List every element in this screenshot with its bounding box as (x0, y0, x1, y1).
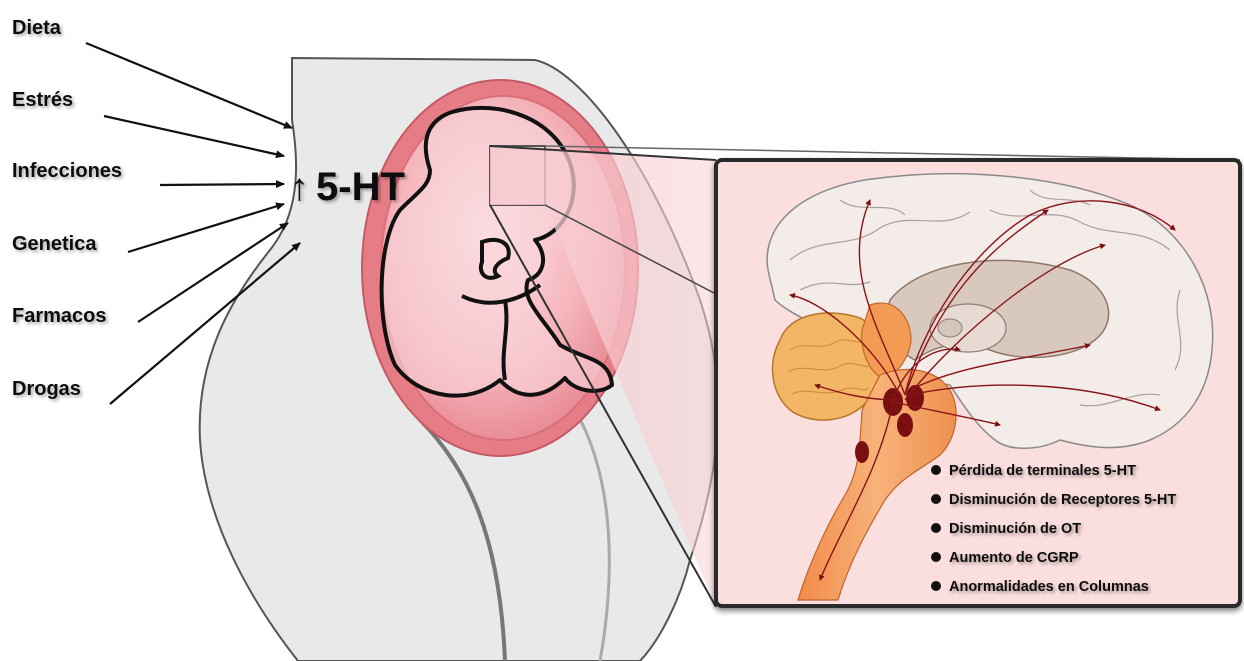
bullet-dot-icon (931, 523, 941, 533)
factor-arrow (86, 43, 292, 128)
factor-arrow (160, 184, 284, 185)
finding-item: Anormalidades en Columnas (949, 579, 1149, 595)
factor-arrow (128, 204, 284, 252)
serotonin-increase: ↑ 5-HT (290, 165, 405, 209)
bullet-dot-icon (931, 581, 941, 591)
factor-label: Estrés (12, 89, 73, 111)
factor-label: Genetica (12, 233, 97, 255)
finding-item: Aumento de CGRP (949, 550, 1079, 566)
bullet-dot-icon (931, 552, 941, 562)
factor-label: Drogas (12, 378, 81, 400)
factor-label: Farmacos (12, 305, 107, 327)
factor-label: Infecciones (12, 160, 122, 182)
finding-item: Pérdida de terminales 5-HT (949, 463, 1136, 479)
serotonin-label: 5-HT (316, 165, 405, 209)
bullet-dot-icon (931, 465, 941, 475)
brain-inset: Pérdida de terminales 5-HT Disminución d… (716, 160, 1240, 606)
factor-arrow (104, 116, 284, 156)
factor-label: Dieta (12, 17, 62, 39)
up-arrow-icon: ↑ (290, 167, 309, 209)
finding-item: Disminución de Receptores 5-HT (949, 492, 1176, 508)
bullet-dot-icon (931, 494, 941, 504)
finding-item: Disminución de OT (949, 521, 1081, 537)
